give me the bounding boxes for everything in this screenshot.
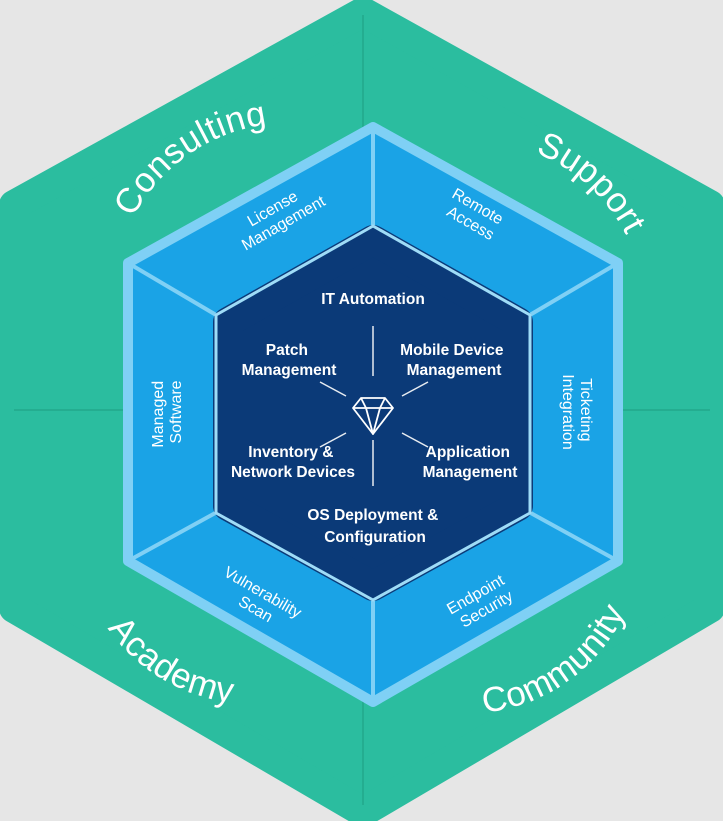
core-dividers: [319, 326, 429, 486]
core-label-inventory-network: Inventory & Network Devices: [231, 444, 355, 481]
core-label-patch-management: Patch Management: [242, 342, 337, 379]
middle-label-managed-software: Managed Software: [150, 376, 185, 447]
core-label-os-deployment: OS Deployment & Configuration: [307, 507, 442, 546]
diamond-icon: [352, 397, 394, 435]
core-hexagon: [213, 225, 533, 601]
core-label-application-management: Application Management: [423, 444, 518, 481]
core-label-it-automation: IT Automation: [321, 291, 425, 308]
core-hexagon-border: [214, 224, 532, 602]
middle-ring-spokes: [126, 127, 620, 702]
core-label-mobile-device-management: Mobile Device Management: [400, 342, 508, 379]
middle-label-ticketing-integration: Ticketing Integration: [559, 374, 594, 450]
